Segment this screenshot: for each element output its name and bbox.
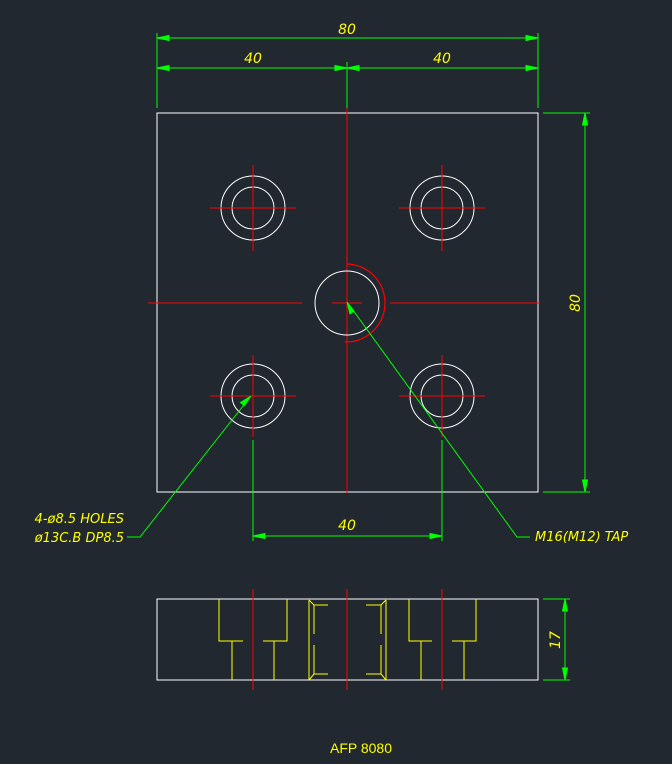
counterbored-hole-top-right [399, 165, 485, 251]
dimension-label-80-side: 80 [568, 294, 584, 312]
hidden-counterbore-left [218, 599, 288, 680]
counterbored-hole-bottom-left [210, 355, 296, 437]
dimension-overall-width [156, 33, 539, 108]
top-view: 80 40 40 80 40 [34, 22, 629, 546]
dimension-label-40-left: 40 [244, 51, 262, 67]
dimension-label-40-bottom: 40 [338, 518, 356, 534]
dimension-half-widths [156, 62, 539, 108]
dimension-label-17: 17 [548, 631, 564, 649]
note-holes-line1: 4-ø8.5 HOLES [35, 512, 124, 527]
side-view: 17 [156, 589, 570, 690]
tapped-hole-center [314, 263, 386, 343]
note-holes-line2: ø13C.B DP8.5 [34, 531, 124, 546]
hidden-counterbore-right [408, 599, 477, 680]
side-centerlines [252, 589, 443, 690]
main-centerlines [148, 105, 540, 493]
leader-holes [127, 395, 252, 538]
dimension-label-40-right: 40 [433, 51, 451, 67]
hidden-tapped-hole [308, 599, 387, 681]
counterbored-hole-top-left [210, 165, 296, 251]
leader-tap [346, 301, 530, 538]
note-tap: M16(M12) TAP [535, 530, 628, 545]
dimension-height [543, 112, 590, 493]
dimension-thickness [543, 598, 570, 681]
drawing-title: AFP 8080 [330, 740, 392, 756]
counterbored-hole-bottom-right [399, 355, 485, 437]
dimension-hole-spacing [252, 440, 443, 541]
dimension-label-80-top: 80 [338, 22, 356, 38]
